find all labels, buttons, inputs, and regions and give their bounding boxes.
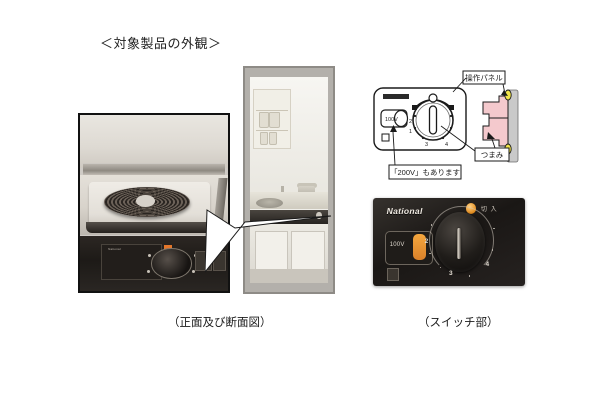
dial-tick (449, 126, 453, 130)
brand-mark (383, 94, 409, 99)
kitchen-installation-photo (243, 66, 335, 294)
dial-number: 2 (424, 238, 429, 246)
control-panel-brand-text: National (108, 247, 121, 252)
cooking-pot-lid (296, 183, 317, 189)
callout-arrowhead (390, 125, 397, 132)
control-panel-switch-slot[interactable] (213, 250, 226, 272)
dial-number: 3 (449, 270, 453, 278)
shelf-item (269, 112, 280, 129)
control-panel-callout-box (462, 70, 506, 85)
control-knob-grip[interactable] (457, 227, 461, 259)
dial-tick (439, 266, 442, 269)
kitchen-sink (256, 197, 283, 208)
dial-tick (468, 275, 471, 277)
voltage-selector-button[interactable] (412, 234, 427, 261)
kitchen-photo-inner (250, 76, 328, 284)
cooktop-detail-photo: National (78, 113, 230, 293)
control-knob[interactable] (435, 212, 486, 272)
dial-tick (421, 136, 425, 140)
callout-arrowhead (501, 90, 508, 96)
switch-unit-photo: National 切 入 100V 2 3 4 (373, 198, 525, 286)
callout-leader-line (452, 77, 467, 93)
dial-number: 2 (409, 119, 412, 125)
control-panel-dial[interactable] (151, 248, 192, 279)
dial-tick (491, 249, 494, 251)
heating-coil-hub (136, 195, 156, 208)
caption-right: （スイッチ部） (418, 317, 499, 329)
cabinet-door[interactable] (254, 231, 288, 270)
callout-leader-line (440, 125, 476, 152)
dial-tick (429, 252, 431, 255)
dial-number: 3 (425, 142, 428, 148)
dial-arc-endcap (412, 105, 417, 110)
dial-number: 1 (409, 129, 412, 135)
dial-tick (493, 227, 495, 230)
shelf-item (260, 131, 269, 146)
plate-badge (381, 133, 390, 142)
rating-badge (387, 268, 399, 281)
dial-number: 4 (445, 142, 448, 148)
dial-arc-endcap (449, 105, 454, 110)
cabinet-door[interactable] (290, 231, 326, 270)
switch-dial-knob-grip[interactable] (428, 105, 438, 135)
brand-logo-national: National (386, 205, 423, 216)
shelf-item (259, 112, 270, 129)
cooktop-backsplash-rail (82, 162, 226, 176)
dial-number: 4 (485, 261, 490, 269)
dial-tick (430, 224, 433, 226)
dial-tick (441, 136, 445, 140)
kitchen-wall-shelf (253, 89, 291, 149)
switch-top-label: 切 入 (480, 206, 498, 213)
control-panel-indicator (164, 245, 172, 249)
shelf-item (268, 131, 277, 146)
voltage-button-label: 100V (385, 117, 398, 123)
callout-arrowhead (487, 132, 495, 139)
cooktop-control-panel: National (80, 236, 228, 291)
cabinet-toe-kick (250, 268, 328, 284)
voltage-note-label: 「200V」もあります (390, 168, 460, 177)
shelf-board (256, 109, 288, 112)
shelf-board (256, 129, 288, 132)
callout-leader-line (392, 131, 396, 166)
control-panel-tick (192, 270, 196, 274)
knob-callout-box (474, 147, 510, 162)
voltage-button[interactable] (393, 109, 409, 128)
caption-left: （正面及び断面図） (168, 317, 272, 329)
dial-tick (449, 114, 453, 118)
control-panel-tick (148, 253, 152, 257)
dial-tick (413, 114, 417, 118)
kitchen-stove-knob[interactable] (316, 211, 322, 220)
dial-scale-arc (429, 205, 494, 275)
control-panel-switch-slot[interactable] (195, 250, 213, 272)
page-title: ＜対象製品の外観＞ (100, 36, 222, 51)
dial-indicator-lamp (428, 93, 438, 103)
dial-tick (413, 126, 417, 130)
switch-dial-inner-ring (415, 102, 451, 138)
cooktop-wall (80, 115, 228, 168)
switch-body-section-lower (482, 117, 509, 147)
cooktop-front-lip (85, 222, 214, 233)
control-panel-tick (146, 270, 150, 274)
switch-line-diagram: 100V 2 1 3 4 操作パネル (371, 70, 531, 190)
control-panel-callout-label: 操作パネル (465, 73, 503, 83)
voltage-note-box (388, 164, 462, 180)
voltage-selector-label: 100V (389, 242, 405, 248)
knob-callout-label: つまみ (481, 151, 504, 160)
